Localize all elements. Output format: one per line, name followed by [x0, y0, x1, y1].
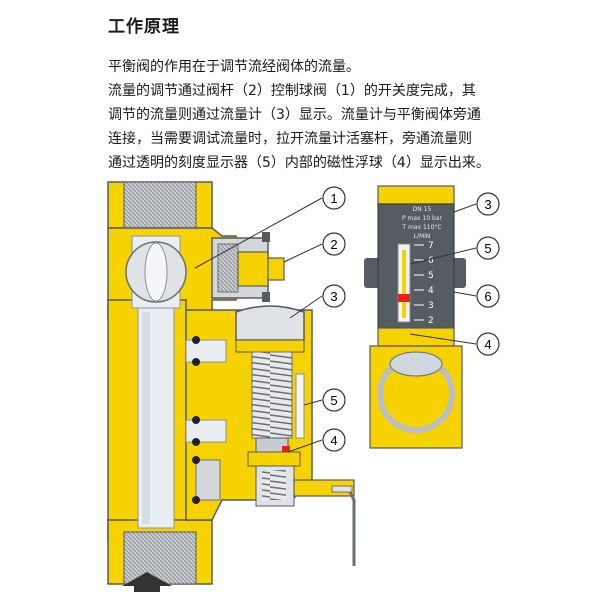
scale-label: 4 [428, 286, 434, 296]
callout-circle-5 [322, 388, 346, 412]
callout-label: 4 [484, 337, 491, 352]
arrow-up-icon [122, 572, 172, 592]
spec-line: P max 10 bar [402, 215, 443, 222]
spec-line: L/MIN [414, 233, 431, 240]
callout-circle-3 [322, 284, 346, 308]
callout-label: 5 [330, 393, 337, 408]
description-line: 流量的调节通过阀杆（2）控制球阀（1）的开关度完成，其 [108, 83, 476, 99]
scale-label: 7 [428, 241, 434, 251]
callout-label: 5 [484, 241, 491, 256]
valve-body [107, 181, 313, 585]
description-paragraph: 平衡阀的作用在于调节流经阀体的流量。 流量的调节通过阀杆（2）控制球阀（1）的开… [108, 55, 568, 175]
callout-label: 6 [484, 289, 491, 304]
gauge-callouts: 3 5 6 4 [409, 192, 500, 356]
description-line: 通过透明的刻度显示器（5）内部的磁性浮球（4）显示出来。 [108, 155, 490, 171]
main-callouts: 1 2 3 5 4 [194, 186, 346, 453]
scale-label: 5 [428, 271, 434, 281]
callout-circle-4 [476, 332, 500, 356]
callout-circle-6 [476, 284, 500, 308]
scale-label: 2 [428, 316, 434, 326]
callout-label: 3 [484, 197, 491, 212]
callout-label: 3 [330, 289, 337, 304]
callout-label: 1 [330, 191, 337, 206]
description-line: 连接，当需要调试流量时，拉开流量计活塞杆，旁通流量则 [108, 131, 472, 147]
float-indicator [398, 294, 410, 302]
spec-line: T max 110°C [401, 224, 441, 231]
callout-circle-5 [476, 236, 500, 260]
section-title: 工作原理 [108, 17, 180, 37]
callout-circle-4 [322, 428, 346, 452]
scale-label: 3 [428, 301, 434, 311]
description-line: 平衡阀的作用在于调节流经阀体的流量。 [108, 59, 360, 75]
callout-circle-3 [476, 192, 500, 216]
spec-line: DN 15 [413, 206, 432, 213]
callout-label: 4 [330, 433, 337, 448]
flow-gauge-detail: DN 15 P max 10 bar T max 110°C L/MIN 7 6… [364, 185, 466, 449]
callout-label: 2 [330, 237, 337, 252]
flow-meter-cartridge [235, 305, 356, 566]
description-line: 调节的流量则通过流量计（3）显示。流量计与平衡阀体旁通 [108, 107, 481, 123]
valve-stem [211, 232, 285, 302]
callout-circle-2 [322, 232, 346, 256]
scale-label: 6 [428, 256, 434, 266]
callout-circle-1 [322, 186, 346, 210]
